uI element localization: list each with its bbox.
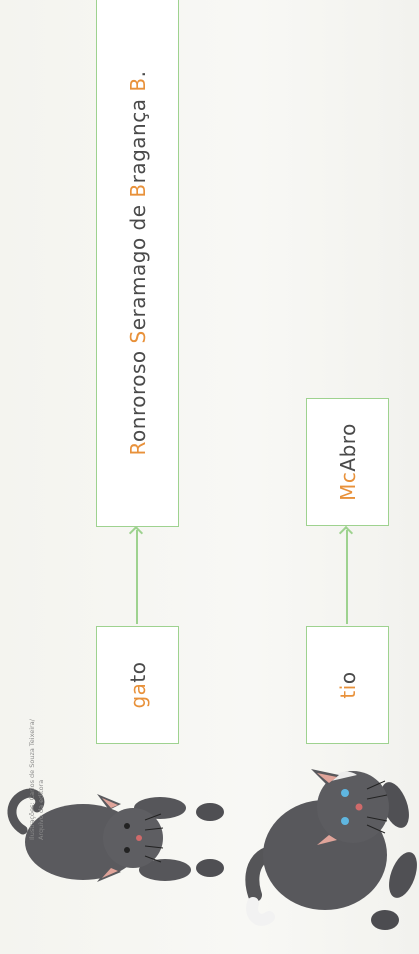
name-part: .	[125, 70, 150, 78]
name-part: Abro	[335, 423, 360, 472]
name-box-ronroroso: Ronroroso Seramago de Bragança B.	[96, 0, 179, 527]
cat-illustration-icon	[7, 788, 224, 882]
name-part: S	[125, 330, 150, 344]
name-part: ragança	[125, 91, 150, 184]
arrow-up-icon	[136, 530, 138, 624]
illustration-credit: Ilustrações: Carlos de Souza Teixeira/ A…	[28, 610, 46, 840]
name-part: eramago de	[125, 197, 150, 331]
credit-line-1: Ilustrações: Carlos de Souza Teixeira/	[28, 719, 36, 840]
name-part: B	[125, 183, 150, 198]
arrow-up-icon	[346, 530, 348, 624]
name-part: B	[125, 77, 150, 92]
cat-illustration-icon	[245, 769, 417, 930]
word-box-gato: gato	[96, 626, 179, 744]
word-tio-accent: ti	[335, 684, 360, 699]
word-tio: tio	[336, 671, 360, 698]
word-gato-accent: ga	[125, 682, 150, 709]
word-gato-rest: to	[125, 661, 150, 683]
name-mcabro: McAbro	[336, 423, 360, 501]
name-box-mcabro: McAbro	[306, 398, 389, 526]
word-box-tio: tio	[306, 626, 389, 744]
word-gato: gato	[126, 661, 150, 708]
name-part: R	[125, 441, 150, 456]
credit-line-2: Arquivo da editora	[37, 779, 45, 840]
word-tio-rest: o	[335, 671, 360, 685]
name-part: Mc	[335, 471, 360, 501]
name-ronroroso: Ronroroso Seramago de Bragança B.	[126, 71, 150, 456]
name-part: onroroso	[125, 343, 150, 442]
